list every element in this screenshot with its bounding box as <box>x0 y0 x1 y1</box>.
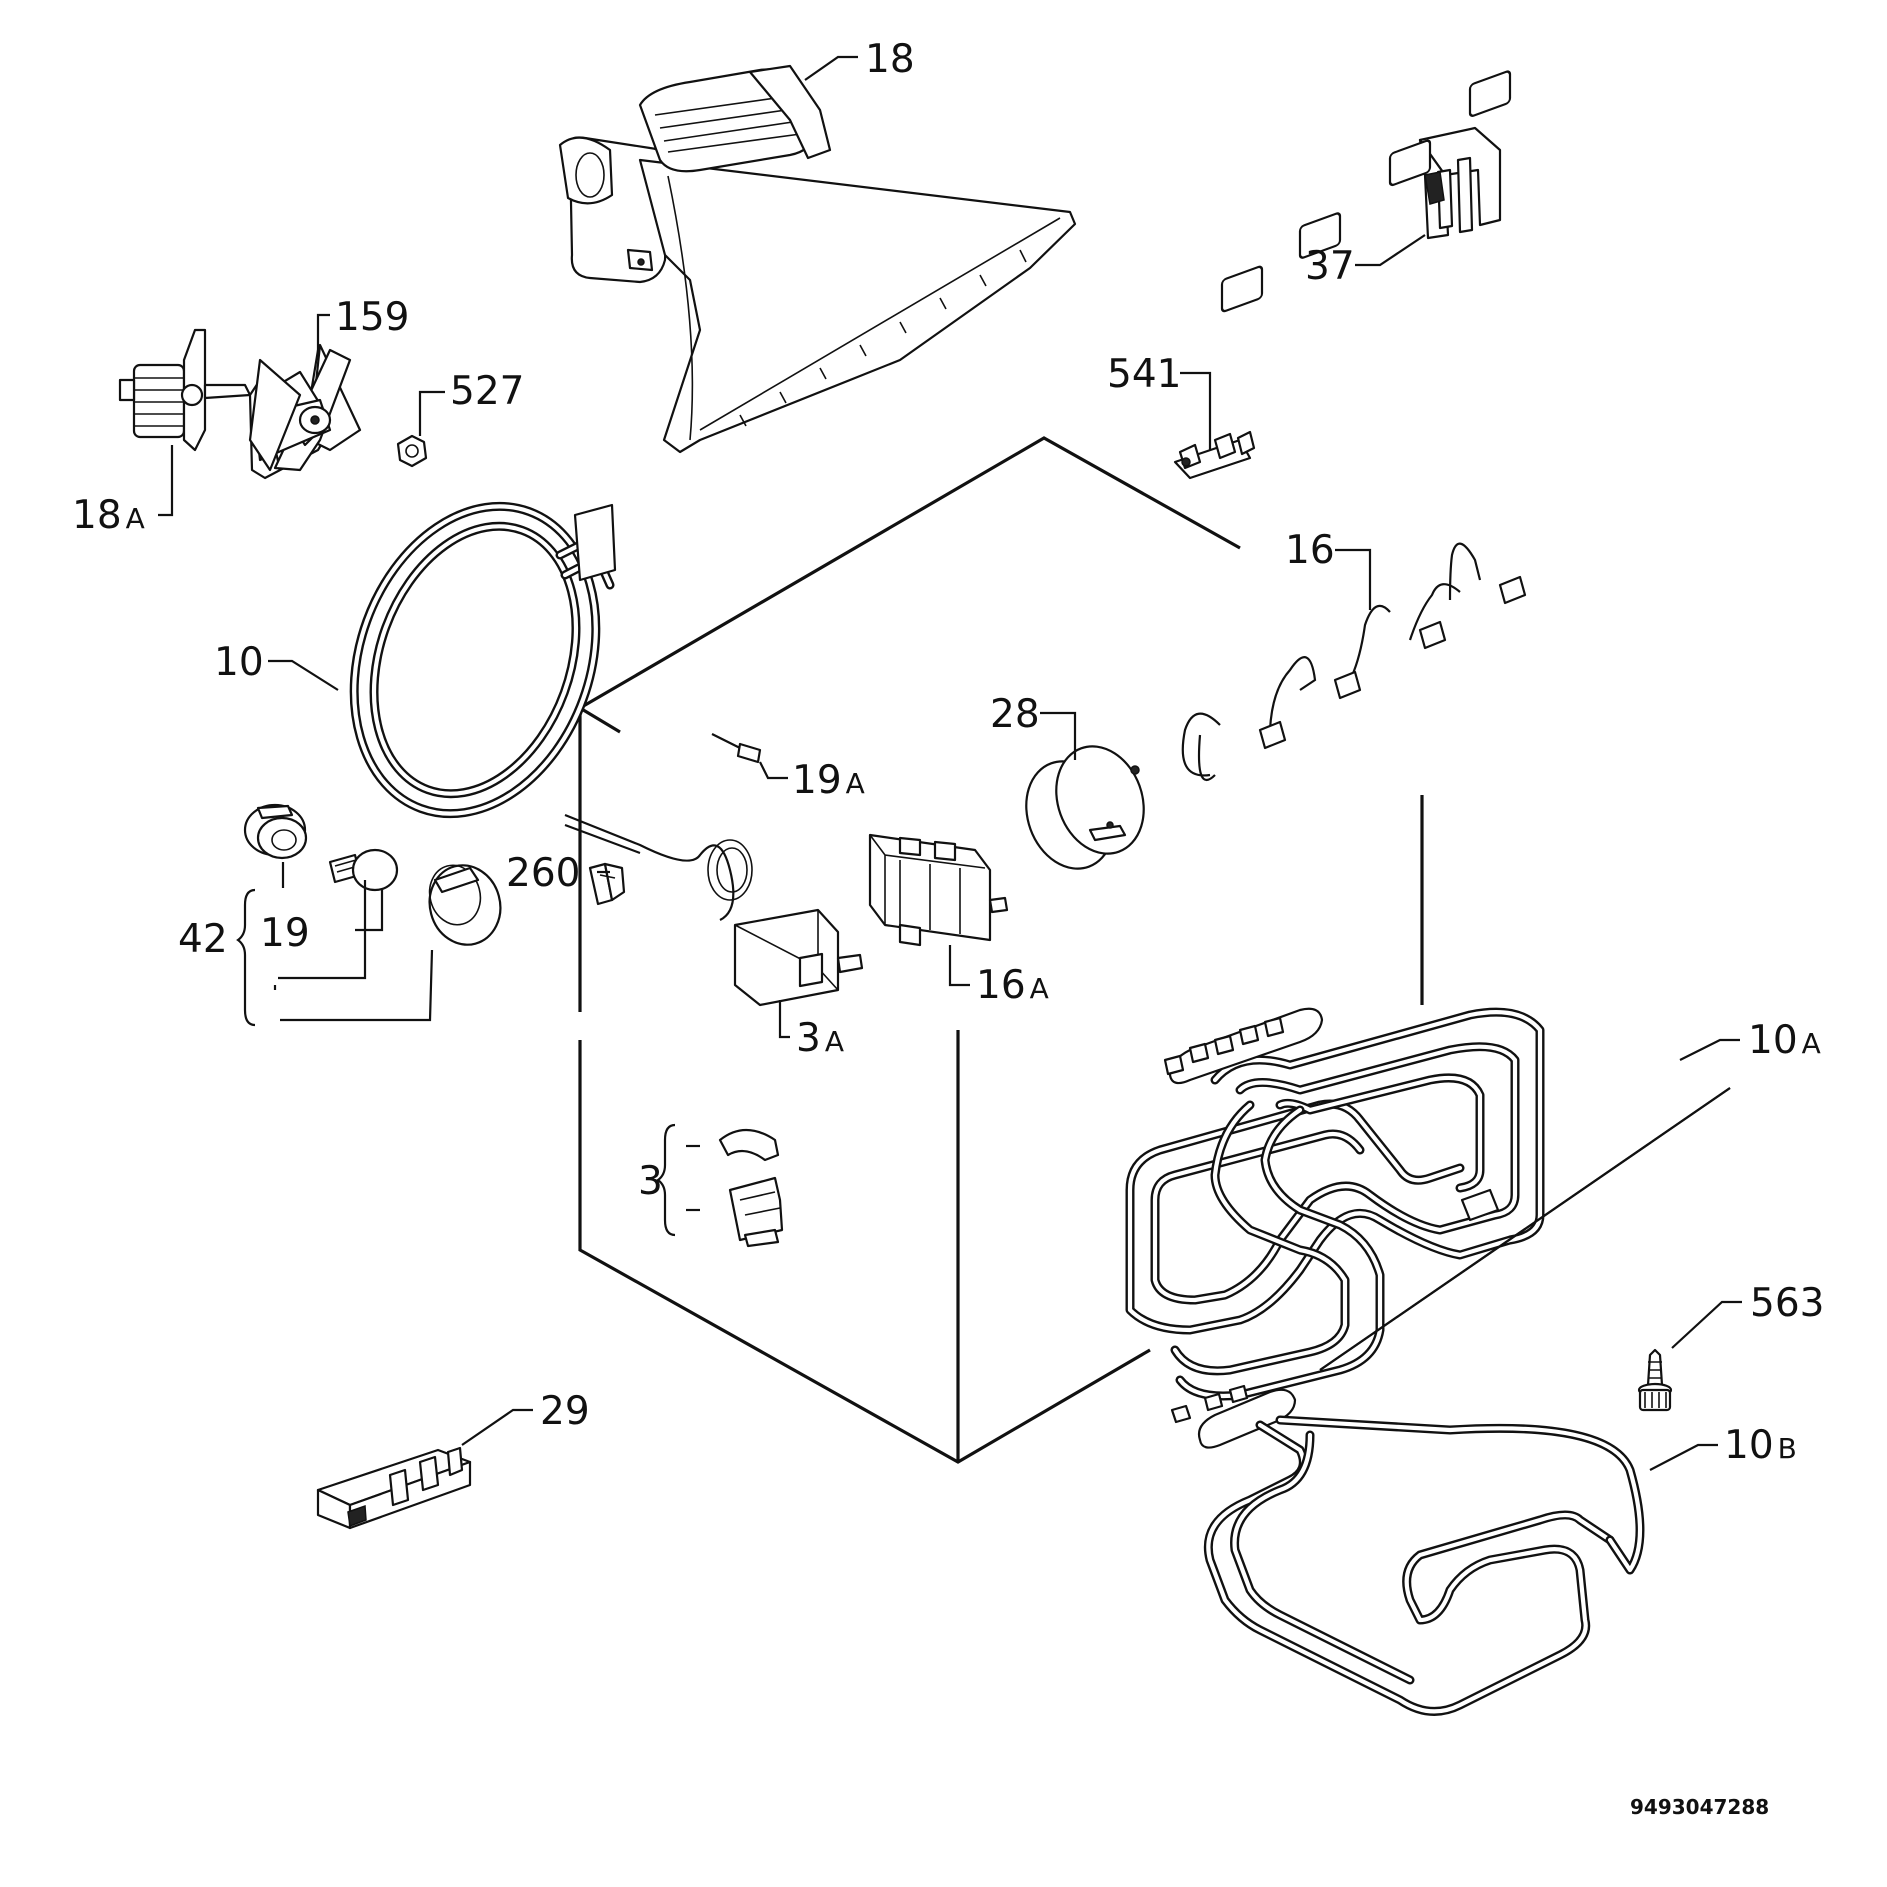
fan-impeller-part <box>248 343 362 480</box>
circular-heating-element-part <box>349 501 617 819</box>
fan-motor-part <box>118 328 252 452</box>
thermostat-part <box>564 813 864 1007</box>
label-527: 527 <box>450 369 524 414</box>
selector-switch-part <box>868 833 1009 947</box>
label-19: 19 <box>260 911 310 956</box>
label-42: 42 <box>178 917 228 962</box>
wiring-harness-part <box>1181 70 1527 782</box>
timer-part <box>1025 745 1145 870</box>
label-159: 159 <box>335 295 409 340</box>
fan-housing-part <box>558 64 1077 454</box>
drawing-number: 9493047288 <box>1630 1795 1769 1819</box>
spring-clip-part <box>588 862 626 906</box>
bottom-heating-element-part <box>1170 1384 1645 1716</box>
label-37: 37 <box>1305 244 1355 289</box>
label-29: 29 <box>540 1389 590 1434</box>
label-28: 28 <box>990 692 1040 737</box>
bracket-clips-part <box>718 1128 784 1248</box>
switch-clip-part <box>1418 126 1502 240</box>
label-3: 3 <box>638 1159 663 1204</box>
label-541: 541 <box>1107 352 1181 397</box>
oven-cavity-outline <box>578 436 1424 1464</box>
terminal-block-part <box>1173 430 1256 480</box>
nut-part <box>396 434 428 468</box>
screw-part <box>1637 1348 1673 1412</box>
label-10: 10 <box>214 640 264 685</box>
label-18: 18 <box>865 37 915 82</box>
label-563: 563 <box>1750 1281 1824 1326</box>
top-heating-element-part <box>1125 1007 1731 1401</box>
small-bulb-part <box>711 733 762 764</box>
leader-lines <box>158 55 1742 1471</box>
label-260: 260 <box>506 851 580 896</box>
igniter-unit-part <box>316 1446 472 1530</box>
lamp-assembly-part <box>243 803 502 946</box>
label-16: 16 <box>1285 528 1335 573</box>
